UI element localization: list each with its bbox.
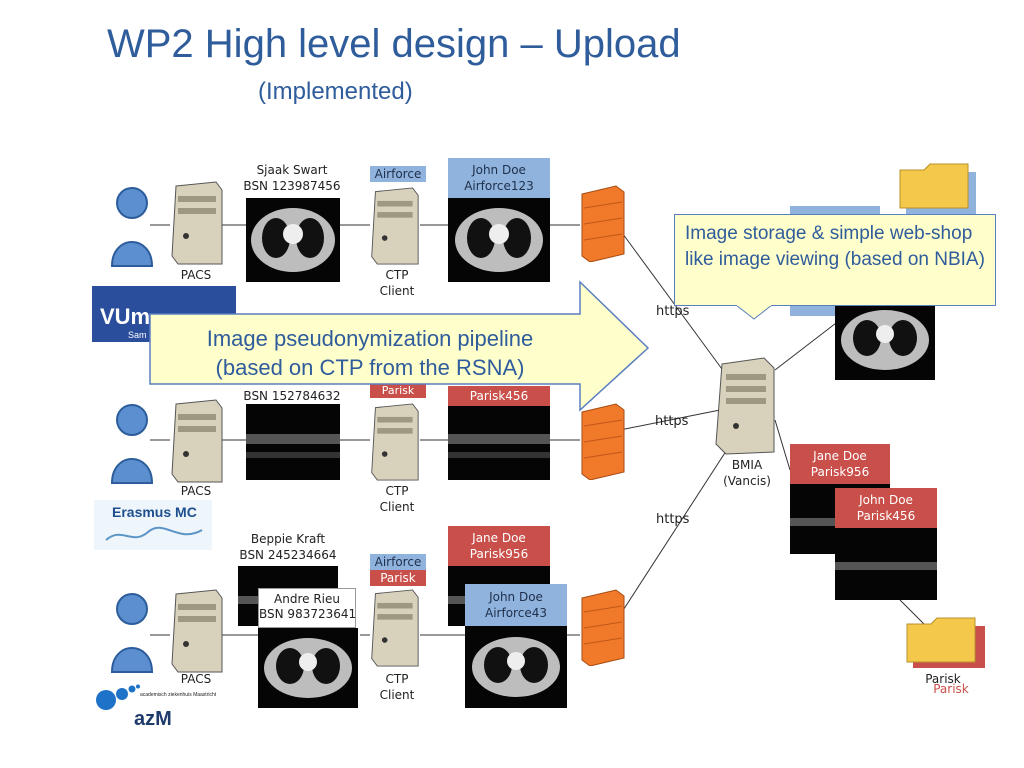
pacs-server-icon — [171, 181, 223, 265]
erasmus-logo: Erasmus MC — [94, 500, 212, 550]
ctp-client-server-icon — [371, 187, 419, 265]
ct-scan-image — [246, 198, 340, 282]
anon-card: Jane Doe Parisk956 — [448, 526, 550, 566]
storage-callout: Image storage & simple web-shop like ima… — [674, 214, 996, 306]
project-tag-parisk: Parisk — [370, 384, 426, 398]
server-label: BMIA — [731, 458, 763, 472]
ctp-sub-label: Client — [379, 500, 415, 514]
ctp-client-server-icon — [371, 403, 419, 481]
anon-id: Airforce123 — [464, 179, 534, 193]
anon-name: John Doe — [472, 163, 526, 177]
erasmus-signature-icon — [105, 526, 203, 541]
project-tag-airforce: Airforce — [370, 554, 426, 570]
pipeline-line1: Image pseudonymization pipeline — [206, 326, 534, 351]
project-tag-airforce: Airforce — [370, 166, 426, 182]
patient-bsn: BSN 152784632 — [243, 389, 341, 403]
page-title: WP2 High level design – Upload — [107, 22, 681, 66]
https-label: https — [655, 414, 689, 429]
anon2-name: John Doe — [489, 590, 543, 604]
anon-card: John Doe Airforce123 — [448, 158, 550, 198]
server-sub-label: (Vancis) — [723, 474, 771, 488]
patient-name: Beppie Kraft — [250, 532, 326, 546]
page-subtitle: (Implemented) — [258, 78, 413, 105]
erasmus-logo-text: Erasmus MC — [112, 504, 197, 520]
folder-label: Parisk — [925, 672, 961, 686]
anon-card: John Doe Airforce43 — [465, 584, 567, 626]
callout-pointer — [736, 305, 773, 320]
firewall-icon — [581, 185, 625, 262]
azm-dots-icon — [96, 684, 140, 710]
ctp-label: CTP — [385, 484, 409, 498]
ct-scan-image — [835, 300, 935, 380]
pacs-label: PACS — [180, 484, 212, 498]
anon-id: Parisk956 — [469, 547, 529, 561]
patient-name: Sjaak Swart — [256, 163, 328, 177]
pacs-label: PACS — [180, 672, 212, 686]
ctp-client-server-icon — [371, 589, 419, 667]
patient-card: Andre Rieu BSN 983723641 — [258, 588, 356, 628]
azm-logo-text: azM — [134, 708, 172, 730]
anon2-id: Airforce43 — [485, 606, 547, 620]
storage-card-name: John Doe — [859, 493, 913, 507]
https-label: https — [656, 304, 690, 319]
patient2-bsn: BSN 983723641 — [259, 607, 357, 621]
ctp-sub-label: Client — [379, 284, 415, 298]
ctp-label: CTP — [385, 672, 409, 686]
folder-label-red: Parisk — [933, 682, 969, 696]
firewall-icon — [581, 589, 625, 666]
pipeline-line2: (based on CTP from the RSNA) — [215, 355, 525, 380]
bmia-server-icon — [715, 357, 775, 455]
azm-logo-small: academisch ziekenhuis Maastricht — [140, 692, 217, 698]
anon-id: Parisk456 — [448, 386, 550, 406]
ct-scan-image — [448, 198, 550, 282]
user-icon — [110, 404, 154, 484]
storage-card-id: Parisk956 — [810, 465, 870, 479]
patient-bsn: BSN 245234664 — [239, 548, 337, 562]
folder-icon — [899, 163, 976, 214]
anon-name: Jane Doe — [472, 531, 526, 545]
folder-icon — [906, 617, 985, 668]
ctp-sub-label: Client — [379, 688, 415, 702]
ctp-label: CTP — [385, 268, 409, 282]
patient2-name: Andre Rieu — [274, 592, 340, 606]
ct-scan-image — [258, 628, 358, 708]
user-icon — [110, 187, 154, 267]
pacs-server-icon — [171, 399, 223, 483]
storage-card: John Doe Parisk456 — [835, 488, 937, 528]
vumc-logo-small: Sam — [128, 330, 147, 340]
storage-card-id: Parisk456 — [856, 509, 916, 523]
ultrasound-image — [246, 404, 340, 480]
patient-bsn: BSN 123987456 — [243, 179, 341, 193]
ultrasound-image — [448, 406, 550, 480]
pipeline-callout-text: Image pseudonymization pipeline (based o… — [160, 324, 580, 382]
ultrasound-image — [835, 528, 937, 600]
pipeline-arrow-callout — [149, 280, 650, 412]
https-label: https — [656, 512, 690, 527]
vumc-logo-text: VUm — [100, 304, 151, 329]
project-tag-parisk: Parisk — [370, 570, 426, 586]
pacs-server-icon — [171, 589, 223, 673]
storage-card-name: Jane Doe — [813, 449, 867, 463]
azm-logo: academisch ziekenhuis Maastricht azM — [94, 684, 244, 734]
firewall-icon — [581, 403, 625, 480]
pacs-label: PACS — [180, 268, 212, 282]
storage-card: Jane Doe Parisk956 — [790, 444, 890, 484]
user-icon — [110, 593, 154, 673]
ct-scan-image — [465, 626, 567, 708]
